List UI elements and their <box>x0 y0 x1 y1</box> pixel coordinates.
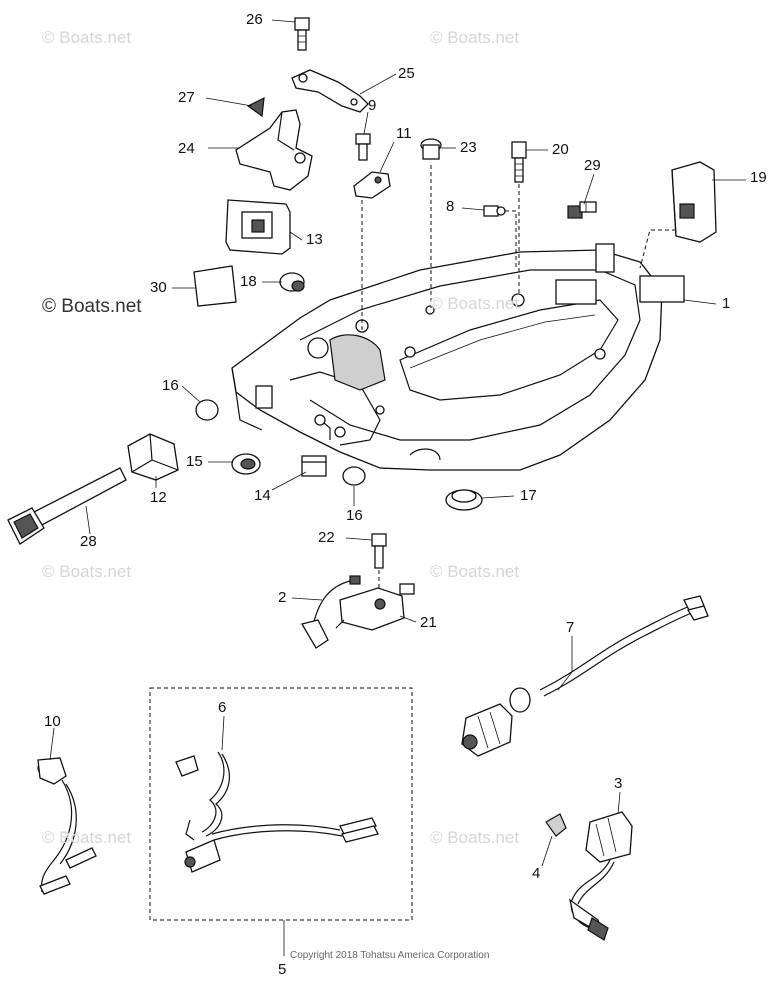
callout-9[interactable]: 9 <box>368 97 377 114</box>
callout-20[interactable]: 20 <box>552 141 569 158</box>
callout-10[interactable]: 10 <box>44 713 61 730</box>
grommet-part-17 <box>445 489 483 511</box>
callout-21[interactable]: 21 <box>420 614 437 631</box>
callout-17[interactable]: 17 <box>520 487 537 504</box>
bracket-part-19 <box>639 161 717 269</box>
callout-11[interactable]: 11 <box>396 125 412 142</box>
grommet-part-12 <box>127 433 179 481</box>
callout-30[interactable]: 30 <box>150 279 167 296</box>
callout-2[interactable]: 2 <box>278 589 287 606</box>
callout-22[interactable]: 22 <box>318 529 335 546</box>
watermark-text: © Boats.net <box>430 562 520 581</box>
screw-part-9 <box>355 133 371 161</box>
watermark-main: © Boats.net <box>42 296 142 317</box>
kit-part-5 <box>149 687 413 956</box>
latch-part-24 <box>235 109 313 191</box>
switch-part-3 <box>568 811 633 941</box>
callout-3[interactable]: 3 <box>614 775 623 792</box>
callout-29[interactable]: 29 <box>584 157 601 174</box>
grommet-part-18 <box>279 272 305 292</box>
screw-part-29 <box>567 201 597 219</box>
switch-harness-part-7 <box>461 595 709 757</box>
callout-16-bottom[interactable]: 16 <box>346 507 363 524</box>
callout-19[interactable]: 19 <box>750 169 767 186</box>
watermark-text: © Boats.net <box>42 28 132 47</box>
watermark-text: © Boats.net <box>430 294 520 313</box>
callout-4[interactable]: 4 <box>532 865 541 882</box>
callout-7[interactable]: 7 <box>566 619 575 636</box>
callout-12[interactable]: 12 <box>150 489 167 506</box>
watermark-text: © Boats.net <box>42 828 132 847</box>
callout-24[interactable]: 24 <box>178 140 195 157</box>
callout-16-left[interactable]: 16 <box>162 377 179 394</box>
plug-part-16-bottom <box>342 466 366 486</box>
grommet-part-15 <box>231 453 261 475</box>
grommet-part-13 <box>225 199 291 255</box>
callout-25[interactable]: 25 <box>398 65 415 82</box>
watermark-text: © Boats.net <box>430 828 520 847</box>
screw-part-8 <box>483 205 517 270</box>
plug-part-23 <box>420 138 442 308</box>
copyright-notice: Copyright 2018 Tohatsu America Corporati… <box>290 950 490 961</box>
callout-1[interactable]: 1 <box>722 295 731 312</box>
watermark-text: © Boats.net <box>430 28 520 47</box>
lever-part-2 <box>301 575 361 649</box>
plug-part-16-left <box>195 399 219 421</box>
callout-28[interactable]: 28 <box>80 533 97 550</box>
bolt-part-26 <box>294 17 310 51</box>
switch-part-21 <box>335 583 415 631</box>
bolt-part-22 <box>371 533 387 588</box>
clip-part-4 <box>545 813 567 837</box>
cap-part-14 <box>301 455 327 477</box>
stop-switch-part-10 <box>37 757 97 895</box>
bottom-cowl-part <box>231 243 685 471</box>
callout-8[interactable]: 8 <box>446 198 455 215</box>
bolt-part-20 <box>511 141 527 296</box>
callout-26[interactable]: 26 <box>246 11 263 28</box>
callout-5[interactable]: 5 <box>278 961 287 978</box>
shift-rod-part-28 <box>7 467 127 545</box>
callout-13[interactable]: 13 <box>306 231 323 248</box>
callout-14[interactable]: 14 <box>254 487 271 504</box>
clip-part-11 <box>353 171 391 330</box>
callout-23[interactable]: 23 <box>460 139 477 156</box>
plate-part-25 <box>291 69 369 113</box>
label-part-30 <box>193 265 237 307</box>
callout-27[interactable]: 27 <box>178 89 195 106</box>
clip-part-27 <box>246 96 265 118</box>
callout-18[interactable]: 18 <box>240 273 257 290</box>
lanyard-part-6 <box>175 751 379 873</box>
leader-lines <box>49 19 746 867</box>
callout-15[interactable]: 15 <box>186 453 203 470</box>
callout-6[interactable]: 6 <box>218 699 227 716</box>
watermark-text: © Boats.net <box>42 562 132 581</box>
